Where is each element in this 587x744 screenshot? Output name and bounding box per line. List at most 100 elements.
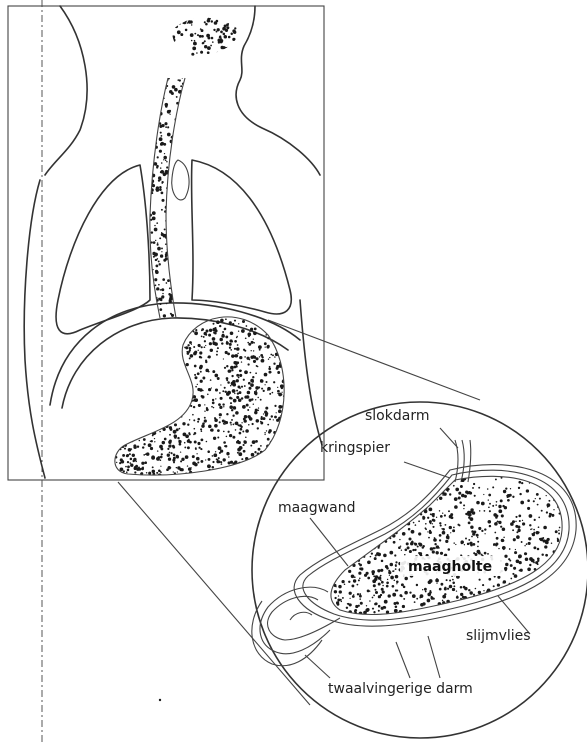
stipple-dot: [150, 81, 151, 82]
stipple-dot: [151, 365, 152, 366]
stipple-dot: [130, 412, 132, 414]
stipple-dot: [109, 386, 112, 389]
stipple-dot: [560, 613, 563, 616]
stipple-dot: [442, 469, 444, 471]
stipple-dot: [180, 372, 184, 376]
stipple-dot: [270, 354, 272, 356]
stipple-dot: [268, 309, 270, 311]
stipple-dot: [154, 278, 157, 281]
stomach-cavity: [323, 463, 566, 626]
stipple-dot: [488, 494, 491, 497]
stipple-dot: [226, 478, 228, 480]
stipple-dot: [267, 468, 270, 471]
stipple-dot: [239, 356, 242, 359]
stipple-dot: [544, 601, 546, 603]
stipple-dot: [536, 468, 538, 470]
stipple-dot: [140, 324, 142, 326]
stipple-dot: [138, 351, 141, 354]
stipple-dot: [150, 306, 152, 308]
stipple-dot: [165, 358, 168, 361]
stipple-dot: [186, 73, 187, 74]
stipple-dot: [140, 379, 143, 382]
stipple-dot: [468, 491, 471, 494]
stipple-dot: [392, 585, 395, 588]
stipple-dot: [292, 400, 295, 403]
stipple-dot: [140, 313, 143, 316]
stipple-dot: [169, 9, 171, 11]
stipple-dot: [202, 314, 205, 317]
stipple-dot: [168, 35, 172, 39]
stipple-dot: [367, 506, 369, 508]
stipple-dot: [162, 334, 163, 335]
stipple-dot: [105, 384, 109, 388]
stipple-dot: [179, 286, 182, 289]
stipple-dot: [182, 380, 185, 383]
stipple-dot: [187, 111, 190, 114]
stipple-dot: [224, 35, 228, 39]
stipple-dot: [236, 396, 239, 399]
stipple-dot: [225, 421, 228, 424]
stipple-dot: [183, 149, 186, 152]
stipple-dot: [537, 563, 539, 565]
stipple-dot: [210, 313, 211, 314]
stipple-dot: [165, 320, 169, 324]
stipple-dot: [286, 334, 289, 337]
stipple-dot: [361, 550, 363, 552]
stipple-dot: [141, 289, 143, 291]
stipple-dot: [253, 331, 257, 335]
stipple-dot: [170, 73, 172, 75]
stipple-dot: [242, 20, 245, 23]
stipple-dot: [489, 525, 491, 527]
stipple-dot: [186, 397, 190, 401]
stipple-dot: [236, 469, 240, 473]
stipple-dot: [333, 522, 336, 525]
stipple-dot: [177, 466, 180, 469]
stipple-dot: [139, 219, 142, 222]
stipple-dot: [351, 552, 354, 555]
stipple-dot: [200, 428, 202, 430]
stipple-dot: [529, 619, 532, 622]
stipple-dot: [117, 354, 121, 358]
stipple-dot: [126, 355, 129, 358]
stipple-dot: [529, 564, 531, 566]
stipple-dot: [344, 467, 347, 470]
stipple-dot: [194, 351, 197, 354]
stipple-dot: [533, 500, 535, 502]
stipple-dot: [233, 424, 235, 426]
stipple-dot: [357, 584, 359, 586]
stipple-dot: [193, 42, 197, 46]
stipple-dot: [214, 417, 216, 419]
stipple-dot: [351, 575, 355, 579]
stipple-dot: [349, 494, 352, 497]
stipple-dot: [114, 321, 116, 323]
stipple-dot: [143, 109, 145, 111]
stipple-dot: [186, 139, 187, 140]
stipple-dot: [147, 372, 150, 375]
stipple-dot: [256, 387, 259, 390]
stipple-dot: [156, 222, 158, 224]
stipple-dot: [147, 358, 151, 362]
stipple-dot: [543, 526, 547, 530]
stipple-dot: [151, 289, 153, 291]
stipple-dot: [157, 247, 161, 251]
stipple-dot: [209, 55, 213, 59]
stipple-dot: [183, 251, 185, 253]
stipple-dot: [142, 233, 145, 236]
stipple-dot: [165, 126, 167, 128]
stipple-dot: [116, 429, 118, 431]
stipple-dot: [496, 521, 497, 522]
stipple-dot: [220, 31, 223, 34]
stipple-dot: [416, 475, 419, 478]
stipple-dot: [510, 564, 513, 567]
stipple-dot: [324, 581, 326, 583]
stipple-dot: [377, 547, 379, 549]
stipple-dot: [387, 514, 390, 517]
stipple-dot: [476, 501, 480, 505]
stipple-dot: [402, 605, 405, 608]
stipple-dot: [475, 588, 477, 590]
stipple-dot: [177, 305, 180, 308]
stipple-dot: [238, 302, 240, 304]
stipple-dot: [142, 369, 144, 371]
stipple-dot: [487, 488, 489, 490]
stipple-dot: [152, 102, 155, 105]
